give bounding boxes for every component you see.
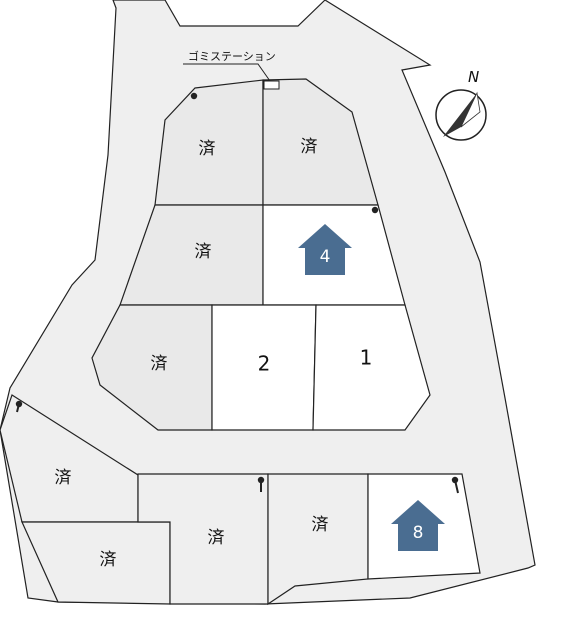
- lot-label: 済: [55, 468, 72, 488]
- north-label: N: [468, 68, 479, 86]
- utility-pole-icon: [371, 206, 379, 214]
- house-marker-icon: [391, 500, 445, 551]
- utility-pole-icon: [15, 400, 23, 413]
- utility-pole-icon: [257, 476, 265, 492]
- lot-label: 1: [360, 346, 373, 370]
- lot-1-parcel[interactable]: [312, 304, 431, 431]
- lot-label: 済: [195, 242, 212, 262]
- utility-pole-icon: [190, 92, 198, 100]
- house-marker-icon: [298, 224, 352, 275]
- gomi-station-marker: ゴミステーション: [183, 49, 280, 90]
- lot-label: 済: [151, 354, 168, 374]
- lot-label: 済: [100, 550, 117, 570]
- compass-icon: N: [435, 68, 487, 141]
- lot-label: 4: [320, 247, 331, 267]
- lot-sold-h-parcel[interactable]: [267, 473, 369, 606]
- lot-label: 済: [199, 139, 216, 159]
- utility-pole-icon: [451, 476, 459, 494]
- lot-label: 8: [413, 523, 424, 543]
- lot-label: 2: [258, 352, 271, 376]
- gomi-station-label: ゴミステーション: [188, 49, 276, 63]
- lot-label: 済: [301, 137, 318, 157]
- lot-sold-b-parcel[interactable]: [262, 78, 379, 206]
- lot-label: 済: [312, 515, 329, 535]
- lot-label: 済: [208, 528, 225, 548]
